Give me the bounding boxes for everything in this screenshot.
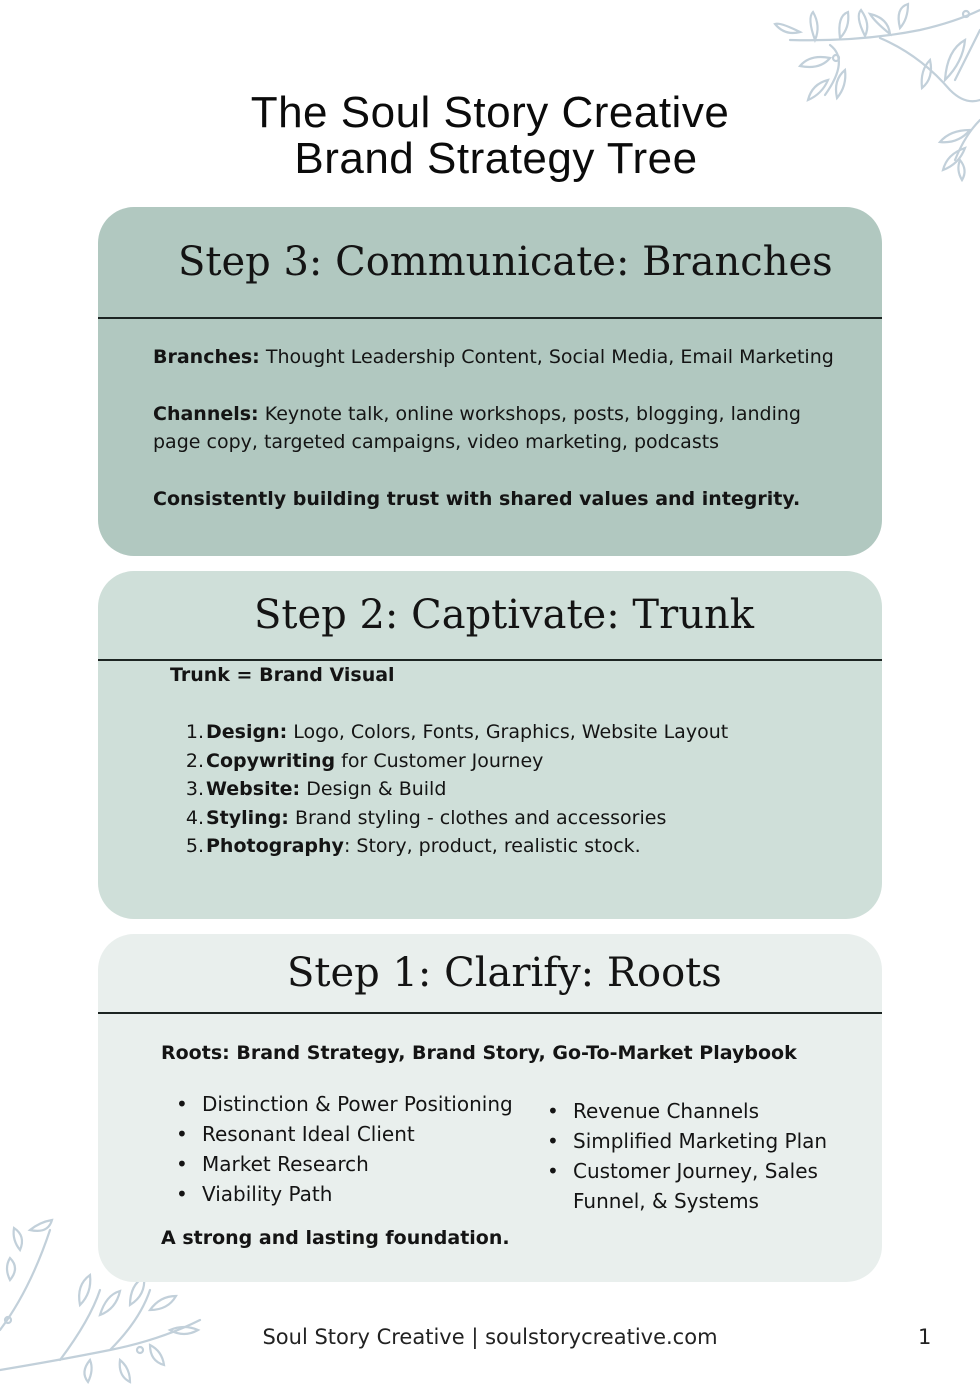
roots-list-item-continuation: Funnel, & Systems xyxy=(573,1189,759,1213)
footer-text: Soul Story Creative | soulstorycreative.… xyxy=(262,1325,718,1349)
branches-line: Branches: Thought Leadership Content, So… xyxy=(153,343,834,372)
trunk-list: 1.Design: Logo, Colors, Fonts, Graphics,… xyxy=(170,718,728,861)
bullet-icon: • xyxy=(176,1182,188,1206)
leaf-branch-decoration-top-right xyxy=(770,0,980,190)
step3-header: Step 3: Communicate: Branches xyxy=(98,207,882,319)
bullet-icon: • xyxy=(176,1152,188,1176)
page-title-line-1: The Soul Story Creative xyxy=(250,88,730,137)
trunk-list-item: 5.Photography: Story, product, realistic… xyxy=(185,835,641,857)
bullet-icon: • xyxy=(547,1159,559,1183)
step1-header: Step 1: Clarify: Roots xyxy=(98,934,882,1014)
page-number: 1 xyxy=(918,1325,932,1349)
step3-tagline: Consistently building trust with shared … xyxy=(153,488,801,510)
bullet-icon: • xyxy=(547,1129,559,1153)
roots-list-item: •Customer Journey, Sales xyxy=(533,1156,827,1186)
step3-heading: Step 3: Communicate: Branches xyxy=(178,239,833,285)
leaf-branch-decoration-bottom-left xyxy=(0,1210,220,1386)
trunk-list-item: 1.Design: Logo, Colors, Fonts, Graphics,… xyxy=(185,721,729,743)
roots-list-right: •Revenue Channels •Simplified Marketing … xyxy=(533,1096,827,1216)
roots-list-item: •Viability Path xyxy=(162,1179,513,1209)
step2-header: Step 2: Captivate: Trunk xyxy=(98,571,882,661)
roots-list-item: •Market Research xyxy=(162,1149,513,1179)
step2-card: Step 2: Captivate: Trunk Trunk = Brand V… xyxy=(98,571,882,919)
roots-list-item: •Revenue Channels xyxy=(533,1096,827,1126)
roots-list-left: •Distinction & Power Positioning •Resona… xyxy=(162,1089,513,1209)
step1-subheading: Roots: Brand Strategy, Brand Story, Go-T… xyxy=(161,1042,797,1064)
step3-card: Step 3: Communicate: Branches Branches: … xyxy=(98,207,882,556)
step2-heading: Step 2: Captivate: Trunk xyxy=(254,592,754,638)
channels-text-1: Keynote talk, online workshops, posts, b… xyxy=(258,403,801,425)
channels-line-2: page copy, targeted campaigns, video mar… xyxy=(153,431,720,453)
roots-list-item: •Distinction & Power Positioning xyxy=(162,1089,513,1119)
branches-text: Thought Leadership Content, Social Media… xyxy=(259,346,834,368)
channels-label: Channels: xyxy=(153,403,259,425)
trunk-list-item: 2.Copywriting for Customer Journey xyxy=(185,749,544,772)
roots-list-item: •Simplified Marketing Plan xyxy=(533,1126,827,1156)
step1-card: Step 1: Clarify: Roots Roots: Brand Stra… xyxy=(98,934,882,1282)
step2-subheading: Trunk = Brand Visual xyxy=(170,664,395,686)
branches-label: Branches: xyxy=(153,346,260,368)
channels-line-1: Channels: Keynote talk, online workshops… xyxy=(153,400,801,429)
page-title: The Soul Story Creative Brand Strategy T… xyxy=(0,90,980,182)
trunk-list-item: 4.Styling: Brand styling - clothes and a… xyxy=(185,806,667,829)
step1-tagline: A strong and lasting foundation. xyxy=(161,1227,510,1249)
step1-heading: Step 1: Clarify: Roots xyxy=(287,950,722,996)
page-title-line-2: Brand Strategy Tree xyxy=(294,134,698,183)
bullet-icon: • xyxy=(176,1092,188,1116)
bullet-icon: • xyxy=(547,1099,559,1123)
trunk-list-item: 3.Website: Design & Build xyxy=(185,778,447,800)
roots-list-item: •Resonant Ideal Client xyxy=(162,1119,513,1149)
bullet-icon: • xyxy=(176,1122,188,1146)
